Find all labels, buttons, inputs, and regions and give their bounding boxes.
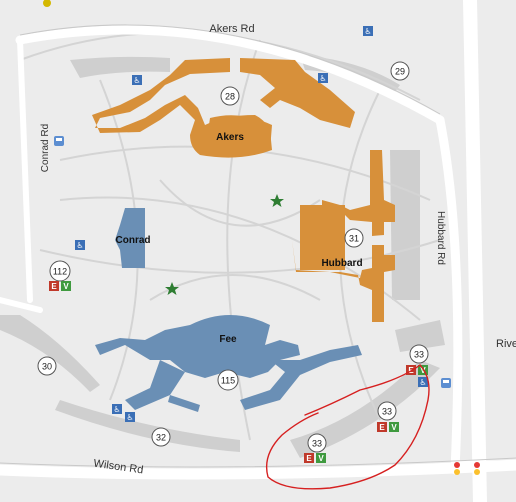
- traffic-light-icon[interactable]: [43, 0, 51, 7]
- parking-lot-32[interactable]: 32: [151, 427, 171, 447]
- parking-lot-label: 28: [225, 92, 235, 102]
- ev-badge-33-south: E V: [304, 453, 326, 463]
- v-badge-label: V: [391, 423, 397, 432]
- road-label-conrad: Conrad Rd: [40, 124, 51, 172]
- parking-lot-label: 33: [414, 350, 424, 360]
- svg-text:♿: ♿: [419, 378, 426, 387]
- road-label-river: Rive: [496, 338, 516, 350]
- parking-lot-112[interactable]: 112: [49, 260, 71, 282]
- traffic-light-icon[interactable]: [454, 462, 460, 475]
- road-labels: Akers Rd Conrad Rd Hubbard Rd Wilson Rd …: [40, 23, 516, 476]
- v-badge-label: V: [318, 454, 324, 463]
- svg-text:♿: ♿: [76, 241, 83, 250]
- parking-lot-label: 112: [53, 267, 67, 277]
- ev-badge-112: E V: [49, 281, 71, 291]
- e-badge-label: E: [51, 282, 57, 291]
- parking-lot-label: 32: [156, 433, 166, 443]
- parking-lot-label: 33: [312, 439, 322, 449]
- parking-lot-28[interactable]: 28: [220, 86, 240, 106]
- building-akers[interactable]: [92, 58, 355, 158]
- star-icon[interactable]: [270, 194, 284, 207]
- building-label-conrad: Conrad: [116, 235, 151, 246]
- parking-lot-33-north[interactable]: 33: [409, 344, 429, 364]
- parking-lot-markers: 28 29 31 112 30 115 32 33: [37, 61, 429, 453]
- star-icons: [165, 194, 284, 295]
- accessible-icon[interactable]: ♿: [75, 240, 85, 250]
- hand-drawn-annotation: [265, 364, 430, 490]
- accessible-icon[interactable]: ♿: [363, 26, 373, 36]
- accessible-icons: ♿ ♿ ♿ ♿ ♿ ♿ ♿: [75, 26, 428, 422]
- building-label-fee: Fee: [219, 334, 237, 345]
- parking-lot-29[interactable]: 29: [390, 61, 410, 81]
- parking-lot-31[interactable]: 31: [344, 228, 364, 248]
- svg-text:♿: ♿: [113, 405, 120, 414]
- parking-lot-115[interactable]: 115: [217, 369, 239, 391]
- accessible-icon[interactable]: ♿: [125, 412, 135, 422]
- parking-lot-33-south[interactable]: 33: [307, 433, 327, 453]
- svg-text:♿: ♿: [126, 413, 133, 422]
- road-label-akers: Akers Rd: [209, 23, 254, 35]
- parking-lot-label: 30: [42, 362, 52, 372]
- building-fee[interactable]: [95, 315, 362, 412]
- ev-badge-33-middle: E V: [377, 422, 399, 432]
- building-conrad[interactable]: [115, 208, 145, 268]
- traffic-light-icons: [43, 0, 480, 475]
- e-badge-label: E: [379, 423, 385, 432]
- accessible-icon[interactable]: ♿: [132, 75, 142, 85]
- svg-text:♿: ♿: [133, 76, 140, 85]
- svg-text:♿: ♿: [319, 74, 326, 83]
- parking-lot-label: 115: [221, 376, 235, 386]
- svg-text:♿: ♿: [364, 27, 371, 36]
- building-label-akers: Akers: [216, 132, 244, 143]
- parking-lot-30[interactable]: 30: [37, 356, 57, 376]
- accessible-icon[interactable]: ♿: [318, 73, 328, 83]
- star-icon[interactable]: [165, 282, 179, 295]
- parking-lot-label: 33: [382, 407, 392, 417]
- bus-icon[interactable]: [54, 136, 64, 146]
- road-label-hubbard: Hubbard Rd: [435, 211, 446, 265]
- parking-lot-label: 31: [349, 234, 359, 244]
- parking-lot-label: 29: [395, 67, 405, 77]
- e-badge-label: E: [306, 454, 312, 463]
- traffic-light-icon[interactable]: [474, 462, 480, 475]
- building-hubbard[interactable]: [292, 150, 395, 322]
- accessible-icon[interactable]: ♿: [112, 404, 122, 414]
- v-badge-label: V: [63, 282, 69, 291]
- parking-lot-33-middle[interactable]: 33: [377, 401, 397, 421]
- accessible-icon[interactable]: ♿: [418, 377, 428, 387]
- bus-icons: [54, 136, 451, 388]
- building-labels: Akers Hubbard Conrad Fee: [116, 132, 363, 345]
- bus-icon[interactable]: [441, 378, 451, 388]
- building-label-hubbard: Hubbard: [321, 258, 362, 269]
- road-edges: [0, 24, 516, 468]
